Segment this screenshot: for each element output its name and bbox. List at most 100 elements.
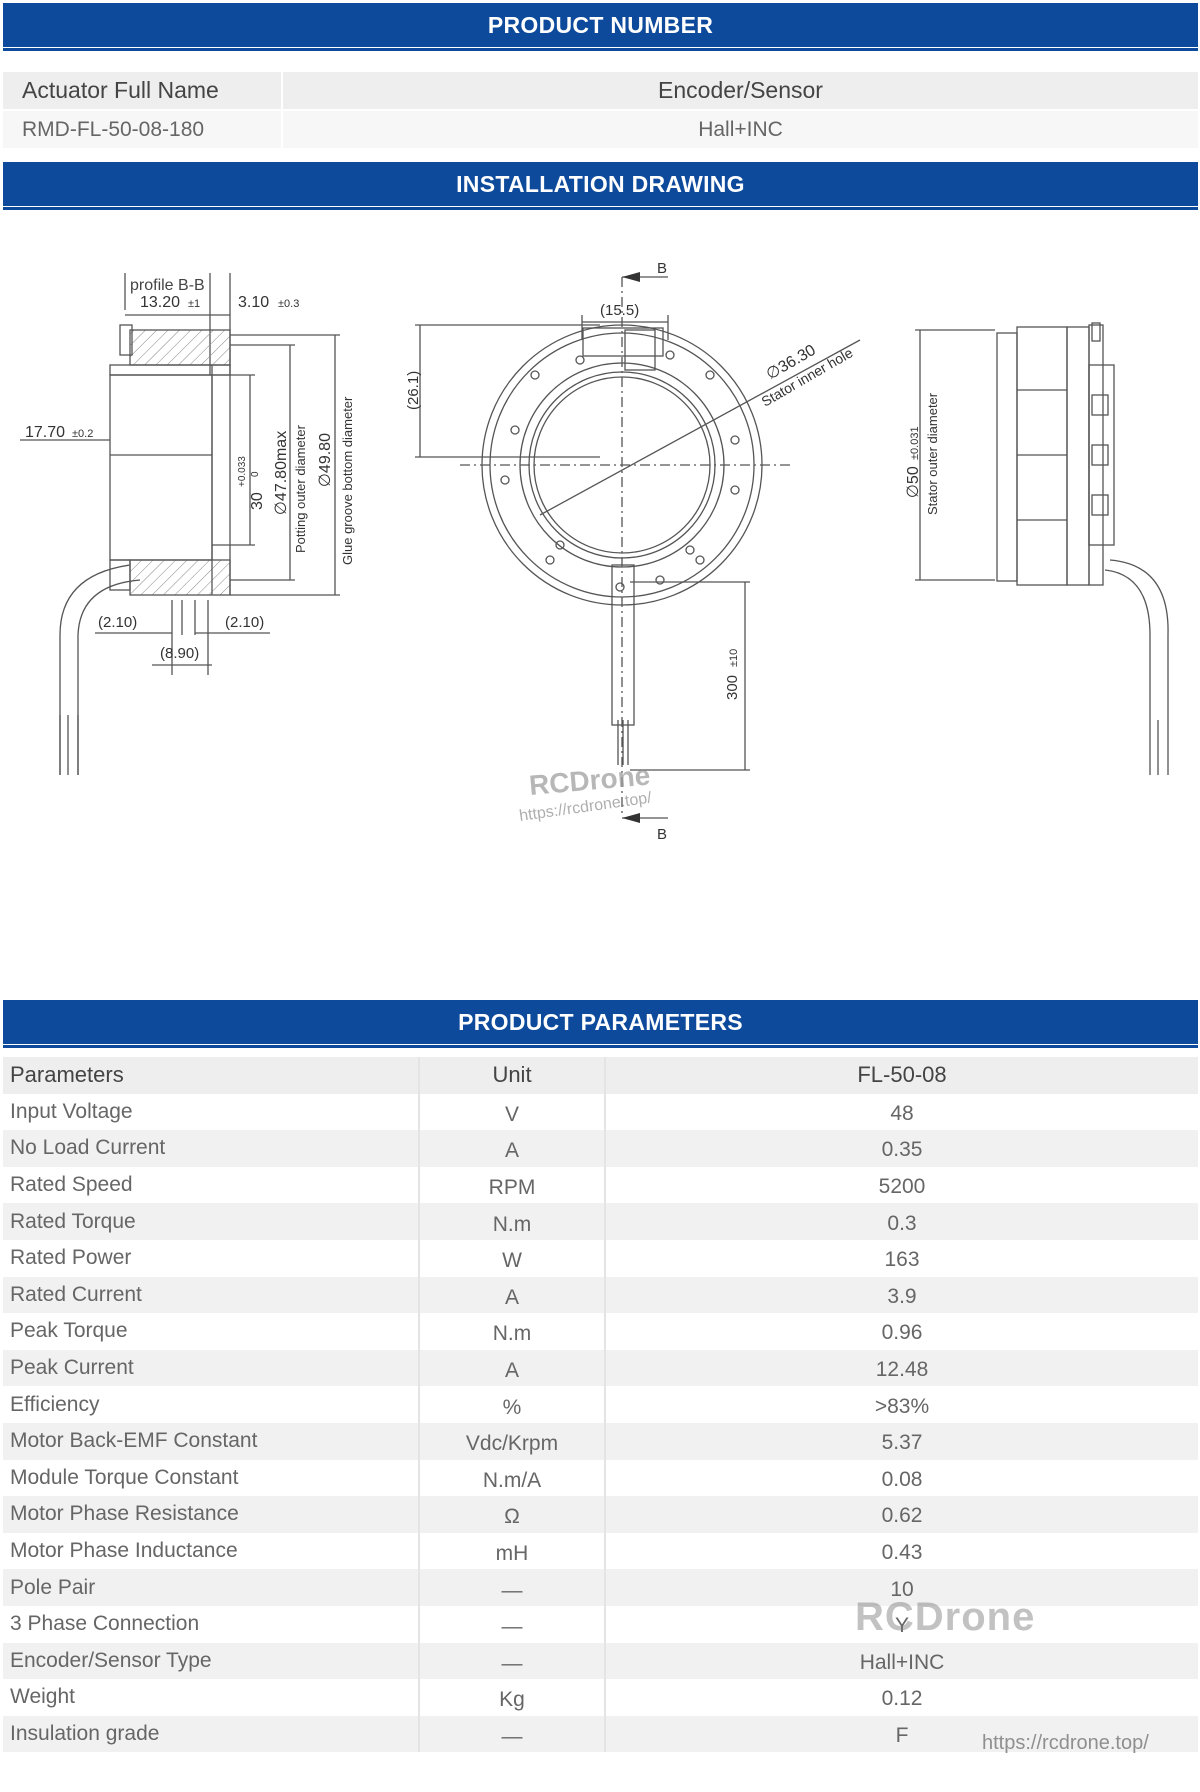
profile-section-view: profile B-B 13.20 ±1 3.10 ±0.3 30 +0.033… <box>20 273 355 775</box>
parameter-name: Rated Current <box>10 1282 142 1306</box>
rcdrone-url-watermark: https://rcdrone.top/ <box>982 1732 1149 1754</box>
svg-text:B: B <box>657 826 667 843</box>
parameter-unit: N.m/A <box>418 1459 606 1497</box>
table-row: Encoder/Sensor Type — Hall+INC <box>3 1642 1198 1680</box>
parameter-unit: % <box>418 1386 606 1423</box>
actuator-full-name-value: RMD-FL-50-08-180 <box>3 111 283 148</box>
parameter-unit: — <box>418 1642 606 1680</box>
svg-text:(2.10): (2.10) <box>225 614 264 631</box>
parameter-unit: A <box>418 1130 606 1167</box>
parameter-name: Module Torque Constant <box>10 1465 239 1489</box>
parameter-value: 0.3 <box>887 1211 917 1235</box>
svg-text:Glue groove bottom diameter: Glue groove bottom diameter <box>340 396 355 565</box>
encoder-sensor-value: Hall+INC <box>698 117 783 141</box>
table-row: Motor Phase Inductance mH 0.43 <box>3 1532 1198 1570</box>
header-model: FL-50-08 <box>857 1062 947 1088</box>
svg-text:±10: ±10 <box>728 649 740 667</box>
parameter-name: Motor Phase Resistance <box>10 1502 239 1526</box>
parameter-unit: Ω <box>418 1496 606 1533</box>
parameter-value: 3.9 <box>887 1284 917 1308</box>
parameter-name: Rated Torque <box>10 1209 136 1233</box>
parameter-name: Peak Current <box>10 1356 134 1380</box>
parameter-value: 5200 <box>878 1175 926 1199</box>
svg-text:+0.033: +0.033 <box>237 456 248 487</box>
table-row: Efficiency% >83% <box>3 1386 1198 1423</box>
svg-text:(26.1): (26.1) <box>405 371 422 410</box>
svg-text:±0.2: ±0.2 <box>72 428 93 440</box>
product-number-header-row: Actuator Full Name Encoder/Sensor <box>3 72 1198 109</box>
parameter-unit: — <box>418 1569 606 1606</box>
parameter-name: Pole Pair <box>10 1575 96 1599</box>
svg-text:Potting outer diameter: Potting outer diameter <box>293 424 308 553</box>
parameter-unit: N.m <box>418 1203 606 1240</box>
parameter-name: Motor Back-EMF Constant <box>10 1429 258 1453</box>
table-row: Motor Phase Resistance Ω 0.62 <box>3 1496 1198 1533</box>
parameter-name: Encoder/Sensor Type <box>10 1648 212 1672</box>
parameter-name: Insulation grade <box>10 1721 160 1745</box>
parameter-unit: A <box>418 1349 606 1387</box>
svg-text:30: 30 <box>249 492 266 510</box>
product-number-banner: PRODUCT NUMBER <box>3 3 1198 51</box>
table-row: Rated Power W 163 <box>3 1239 1198 1277</box>
parameter-name: Motor Phase Inductance <box>10 1539 238 1563</box>
parameter-unit: — <box>418 1605 606 1643</box>
front-view: B (15.5) (26.1) <box>405 260 861 843</box>
side-view: ∅50 ±0.031 Stator outer diameter <box>905 322 1169 775</box>
svg-text:±0.031: ±0.031 <box>909 426 921 460</box>
svg-text:±0.3: ±0.3 <box>278 298 299 310</box>
dim-8-90: (8.90) <box>160 645 199 662</box>
dim-300: 300 <box>724 675 741 700</box>
parameter-value: 48 <box>890 1101 914 1125</box>
dim-47-80-max: ∅47.80max <box>273 431 290 515</box>
dim-50: ∅50 <box>905 466 922 498</box>
parameter-unit: A <box>418 1276 606 1314</box>
profile-label: profile B-B <box>130 277 205 294</box>
table-row: Rated Current A 3.9 <box>3 1276 1198 1314</box>
parameter-name: Input Voltage <box>10 1099 133 1123</box>
parameter-name: 3 Phase Connection <box>10 1612 200 1636</box>
parameter-value: >83% <box>874 1394 930 1418</box>
parameter-value: 12.48 <box>875 1358 929 1382</box>
svg-text:(15.5): (15.5) <box>600 302 639 319</box>
parameter-unit: Kg <box>418 1679 606 1716</box>
dim-3-10: 3.10 <box>238 294 269 311</box>
header-unit: Unit <box>418 1057 606 1094</box>
parameter-value: 0.62 <box>881 1504 923 1528</box>
parameter-unit: N.m <box>418 1313 606 1350</box>
table-row: Rated Torque N.m 0.3 <box>3 1203 1198 1240</box>
rcdrone-watermark: RCDrone <box>855 1595 1036 1639</box>
parameter-name: Weight <box>10 1685 75 1709</box>
svg-text:B: B <box>657 260 667 277</box>
parameter-value: 0.43 <box>881 1541 923 1565</box>
table-row: Insulation grade—F <box>3 1715 1198 1753</box>
header-parameters: Parameters <box>10 1062 124 1088</box>
parameter-name: Rated Power <box>10 1246 132 1270</box>
parameter-value: 0.08 <box>881 1467 923 1491</box>
product-number-value-row: RMD-FL-50-08-180 Hall+INC <box>3 111 1198 148</box>
svg-text:0: 0 <box>250 471 261 477</box>
parameter-value: 163 <box>884 1248 920 1272</box>
parameter-value: 0.35 <box>881 1138 923 1162</box>
dim-13-20: 13.20 <box>140 294 180 311</box>
parameter-unit: RPM <box>418 1166 606 1204</box>
parameter-unit: W <box>418 1239 606 1277</box>
parameter-name: Peak Torque <box>10 1319 128 1343</box>
parameter-value: Hall+INC <box>859 1650 945 1674</box>
parameter-unit: mH <box>418 1532 606 1570</box>
parameter-unit: Vdc/Krpm <box>418 1422 606 1460</box>
dim-49-80: ∅49.80 <box>317 433 334 487</box>
table-row: 3 Phase Connection—Y <box>3 1605 1198 1643</box>
parameter-name: No Load Current <box>10 1136 166 1160</box>
table-row: Module Torque Constant N.m/A 0.08 <box>3 1459 1198 1497</box>
dim-17-70: 17.70 <box>25 424 65 441</box>
parameter-value: 0.12 <box>881 1687 923 1711</box>
parameter-name: Efficiency <box>10 1392 100 1416</box>
svg-text:±1: ±1 <box>188 298 200 310</box>
table-row: Pole Pair — 10 <box>3 1569 1198 1606</box>
table-row: Peak Current A 12.48 <box>3 1349 1198 1387</box>
parameter-value: 10 <box>890 1577 914 1601</box>
